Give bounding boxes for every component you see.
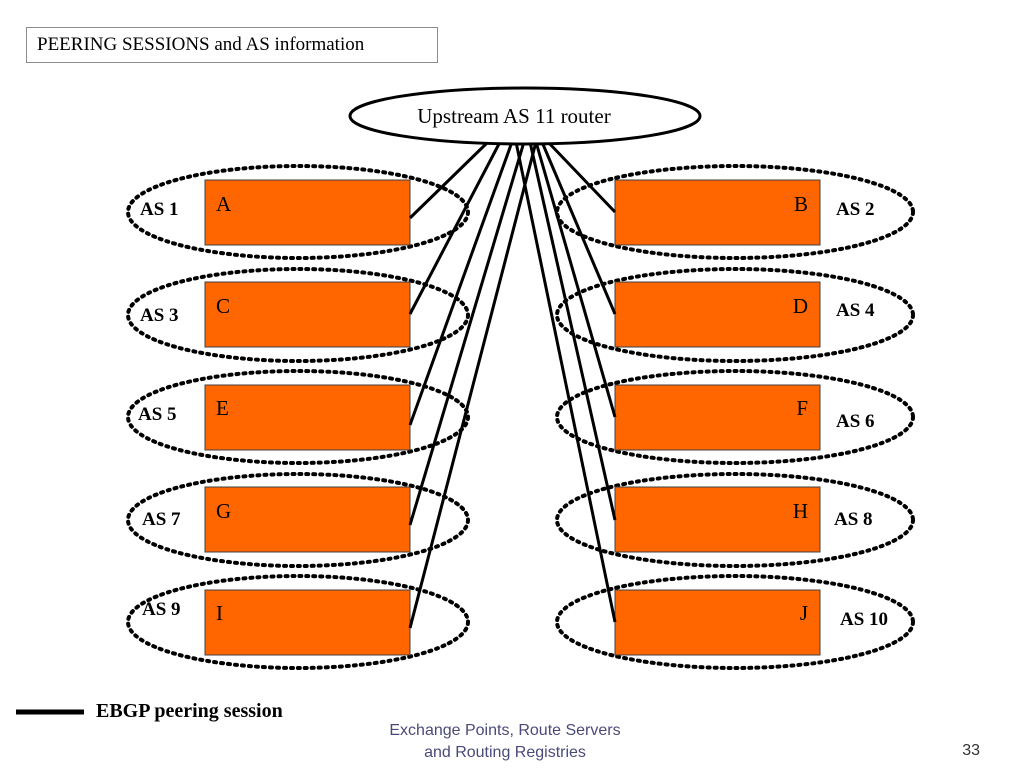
- footer-line-1: Exchange Points, Route Servers: [389, 722, 621, 739]
- router-box-G: [204, 486, 411, 553]
- session-line-A: [408, 140, 490, 220]
- footer-text: Exchange Points, Route Servers and Routi…: [340, 720, 670, 764]
- as-region-G: [126, 472, 470, 568]
- session-line-J: [514, 141, 617, 623]
- as-region-J: [555, 574, 915, 670]
- router-box-A: [204, 179, 411, 246]
- as-label-J: AS 10: [840, 609, 888, 630]
- as-region-E: [126, 369, 470, 465]
- as-label-H: AS 8: [834, 509, 873, 530]
- router-box-D: [614, 281, 821, 348]
- legend-label: EBGP peering session: [96, 700, 283, 722]
- as-label-C: AS 3: [140, 305, 179, 326]
- router-box-B: [614, 179, 821, 246]
- router-box-J: [614, 589, 821, 656]
- session-line-C: [408, 141, 502, 315]
- as-region-D: [555, 267, 915, 363]
- session-line-G: [408, 141, 526, 526]
- session-line-D: [540, 141, 617, 315]
- page-number: 33: [962, 742, 980, 759]
- router-box-I: [204, 589, 411, 656]
- footer-line-2: and Routing Registries: [424, 744, 586, 761]
- node-letter-C: C: [216, 294, 230, 318]
- session-line-I: [408, 141, 538, 629]
- as-region-I: [126, 574, 470, 670]
- router-box-C: [204, 281, 411, 348]
- node-letter-B: B: [794, 192, 808, 216]
- router-box-H: [614, 486, 821, 553]
- as-label-G: AS 7: [142, 509, 181, 530]
- as-region-A: [126, 164, 470, 260]
- session-line-F: [534, 141, 617, 418]
- as-label-I: AS 9: [142, 599, 181, 620]
- upstream-router: [348, 86, 702, 146]
- node-letter-I: I: [216, 601, 223, 625]
- as-region-F: [555, 369, 915, 465]
- router-box-F: [614, 384, 821, 451]
- node-letter-H: H: [793, 499, 808, 523]
- session-line-E: [408, 141, 514, 426]
- session-line-B: [546, 140, 617, 214]
- node-letter-F: F: [796, 396, 808, 420]
- node-letter-A: A: [216, 192, 232, 216]
- router-box-E: [204, 384, 411, 451]
- as-label-E: AS 5: [138, 404, 177, 425]
- node-letter-E: E: [216, 396, 229, 420]
- slide-title: PEERING SESSIONS and AS information: [26, 27, 438, 63]
- as-region-C: [126, 267, 470, 363]
- as-region-H: [555, 472, 915, 568]
- as-label-F: AS 6: [836, 411, 875, 432]
- as-label-D: AS 4: [836, 300, 875, 321]
- upstream-router-label: Upstream AS 11 router: [417, 104, 610, 128]
- node-letter-J: J: [800, 601, 808, 625]
- node-letter-G: G: [216, 499, 231, 523]
- node-letter-D: D: [793, 294, 808, 318]
- as-label-A: AS 1: [140, 199, 179, 220]
- session-line-H: [528, 141, 617, 521]
- as-label-B: AS 2: [836, 199, 875, 220]
